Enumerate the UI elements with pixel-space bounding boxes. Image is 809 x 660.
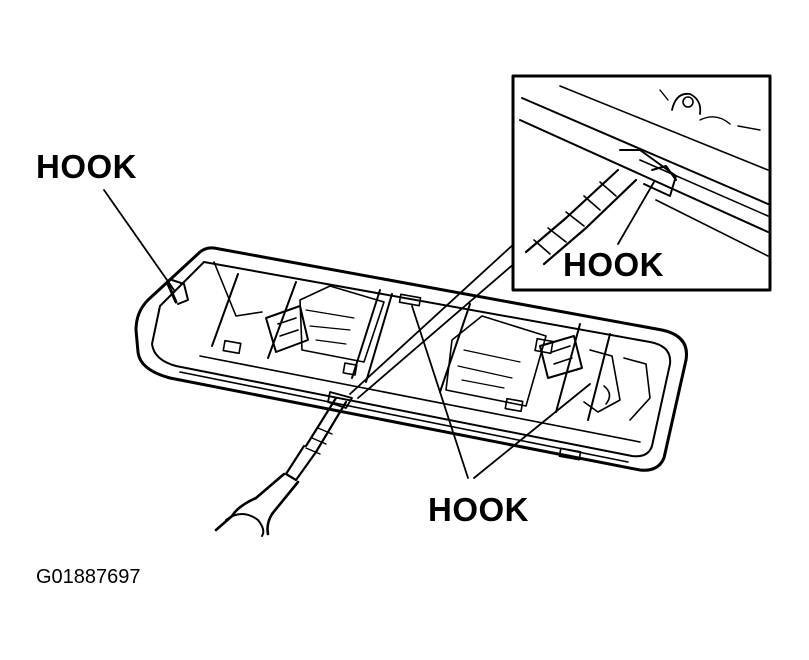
screwdriver: [214, 391, 353, 537]
hook-label-left: HOOK: [36, 148, 137, 185]
dome-light-housing: [134, 246, 688, 472]
leader-lines: [103, 189, 591, 479]
hook-label-bottom: HOOK: [428, 491, 529, 528]
detail-inset: [511, 74, 772, 292]
figure-id: G01887697: [36, 566, 141, 588]
hook-label-inset: HOOK: [563, 246, 664, 283]
